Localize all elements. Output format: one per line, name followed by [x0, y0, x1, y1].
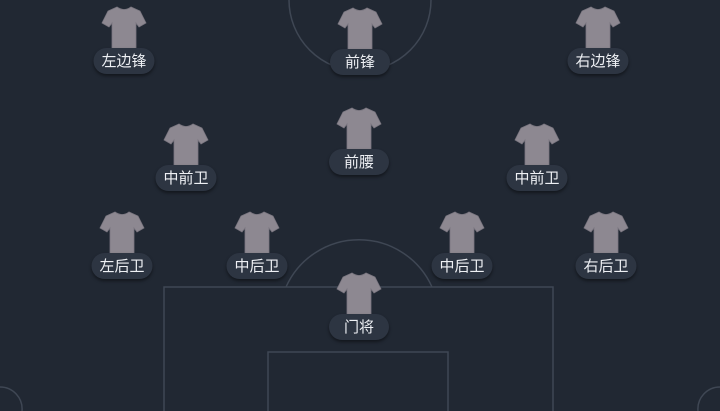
player-right-winger[interactable]: 右边锋 — [553, 4, 643, 84]
player-left-central-midfielder[interactable]: 中前卫 — [141, 121, 231, 201]
player-role-label: 前腰 — [329, 149, 389, 175]
corner-arc-left — [0, 386, 23, 411]
player-striker[interactable]: 前锋 — [315, 5, 405, 85]
player-goalkeeper[interactable]: 门将 — [314, 270, 404, 350]
player-role-label: 左边锋 — [93, 48, 155, 74]
player-role-label: 中后卫 — [431, 253, 493, 279]
jersey-icon — [439, 211, 485, 255]
jersey-icon — [337, 7, 383, 51]
player-role-label: 中前卫 — [155, 165, 217, 191]
jersey-icon — [163, 123, 209, 167]
jersey-icon — [575, 6, 621, 50]
jersey-icon — [234, 211, 280, 255]
player-right-back[interactable]: 右后卫 — [561, 209, 651, 289]
player-role-label: 前锋 — [330, 49, 390, 75]
player-attacking-midfielder[interactable]: 前腰 — [314, 105, 404, 185]
jersey-icon — [336, 107, 382, 151]
player-right-center-back[interactable]: 中后卫 — [417, 209, 507, 289]
jersey-icon — [583, 211, 629, 255]
player-right-central-midfielder[interactable]: 中前卫 — [492, 121, 582, 201]
player-role-label: 右边锋 — [567, 48, 629, 74]
player-left-winger[interactable]: 左边锋 — [79, 4, 169, 84]
jersey-icon — [514, 123, 560, 167]
jersey-icon — [336, 272, 382, 316]
player-left-center-back[interactable]: 中后卫 — [212, 209, 302, 289]
player-role-label: 左后卫 — [91, 253, 153, 279]
player-role-label: 门将 — [329, 314, 389, 340]
jersey-icon — [101, 6, 147, 50]
penalty-arc — [285, 239, 433, 288]
goal-area — [267, 351, 449, 411]
player-role-label: 中前卫 — [506, 165, 568, 191]
player-left-back[interactable]: 左后卫 — [77, 209, 167, 289]
player-role-label: 中后卫 — [226, 253, 288, 279]
jersey-icon — [99, 211, 145, 255]
player-role-label: 右后卫 — [575, 253, 637, 279]
corner-arc-right — [697, 386, 720, 411]
